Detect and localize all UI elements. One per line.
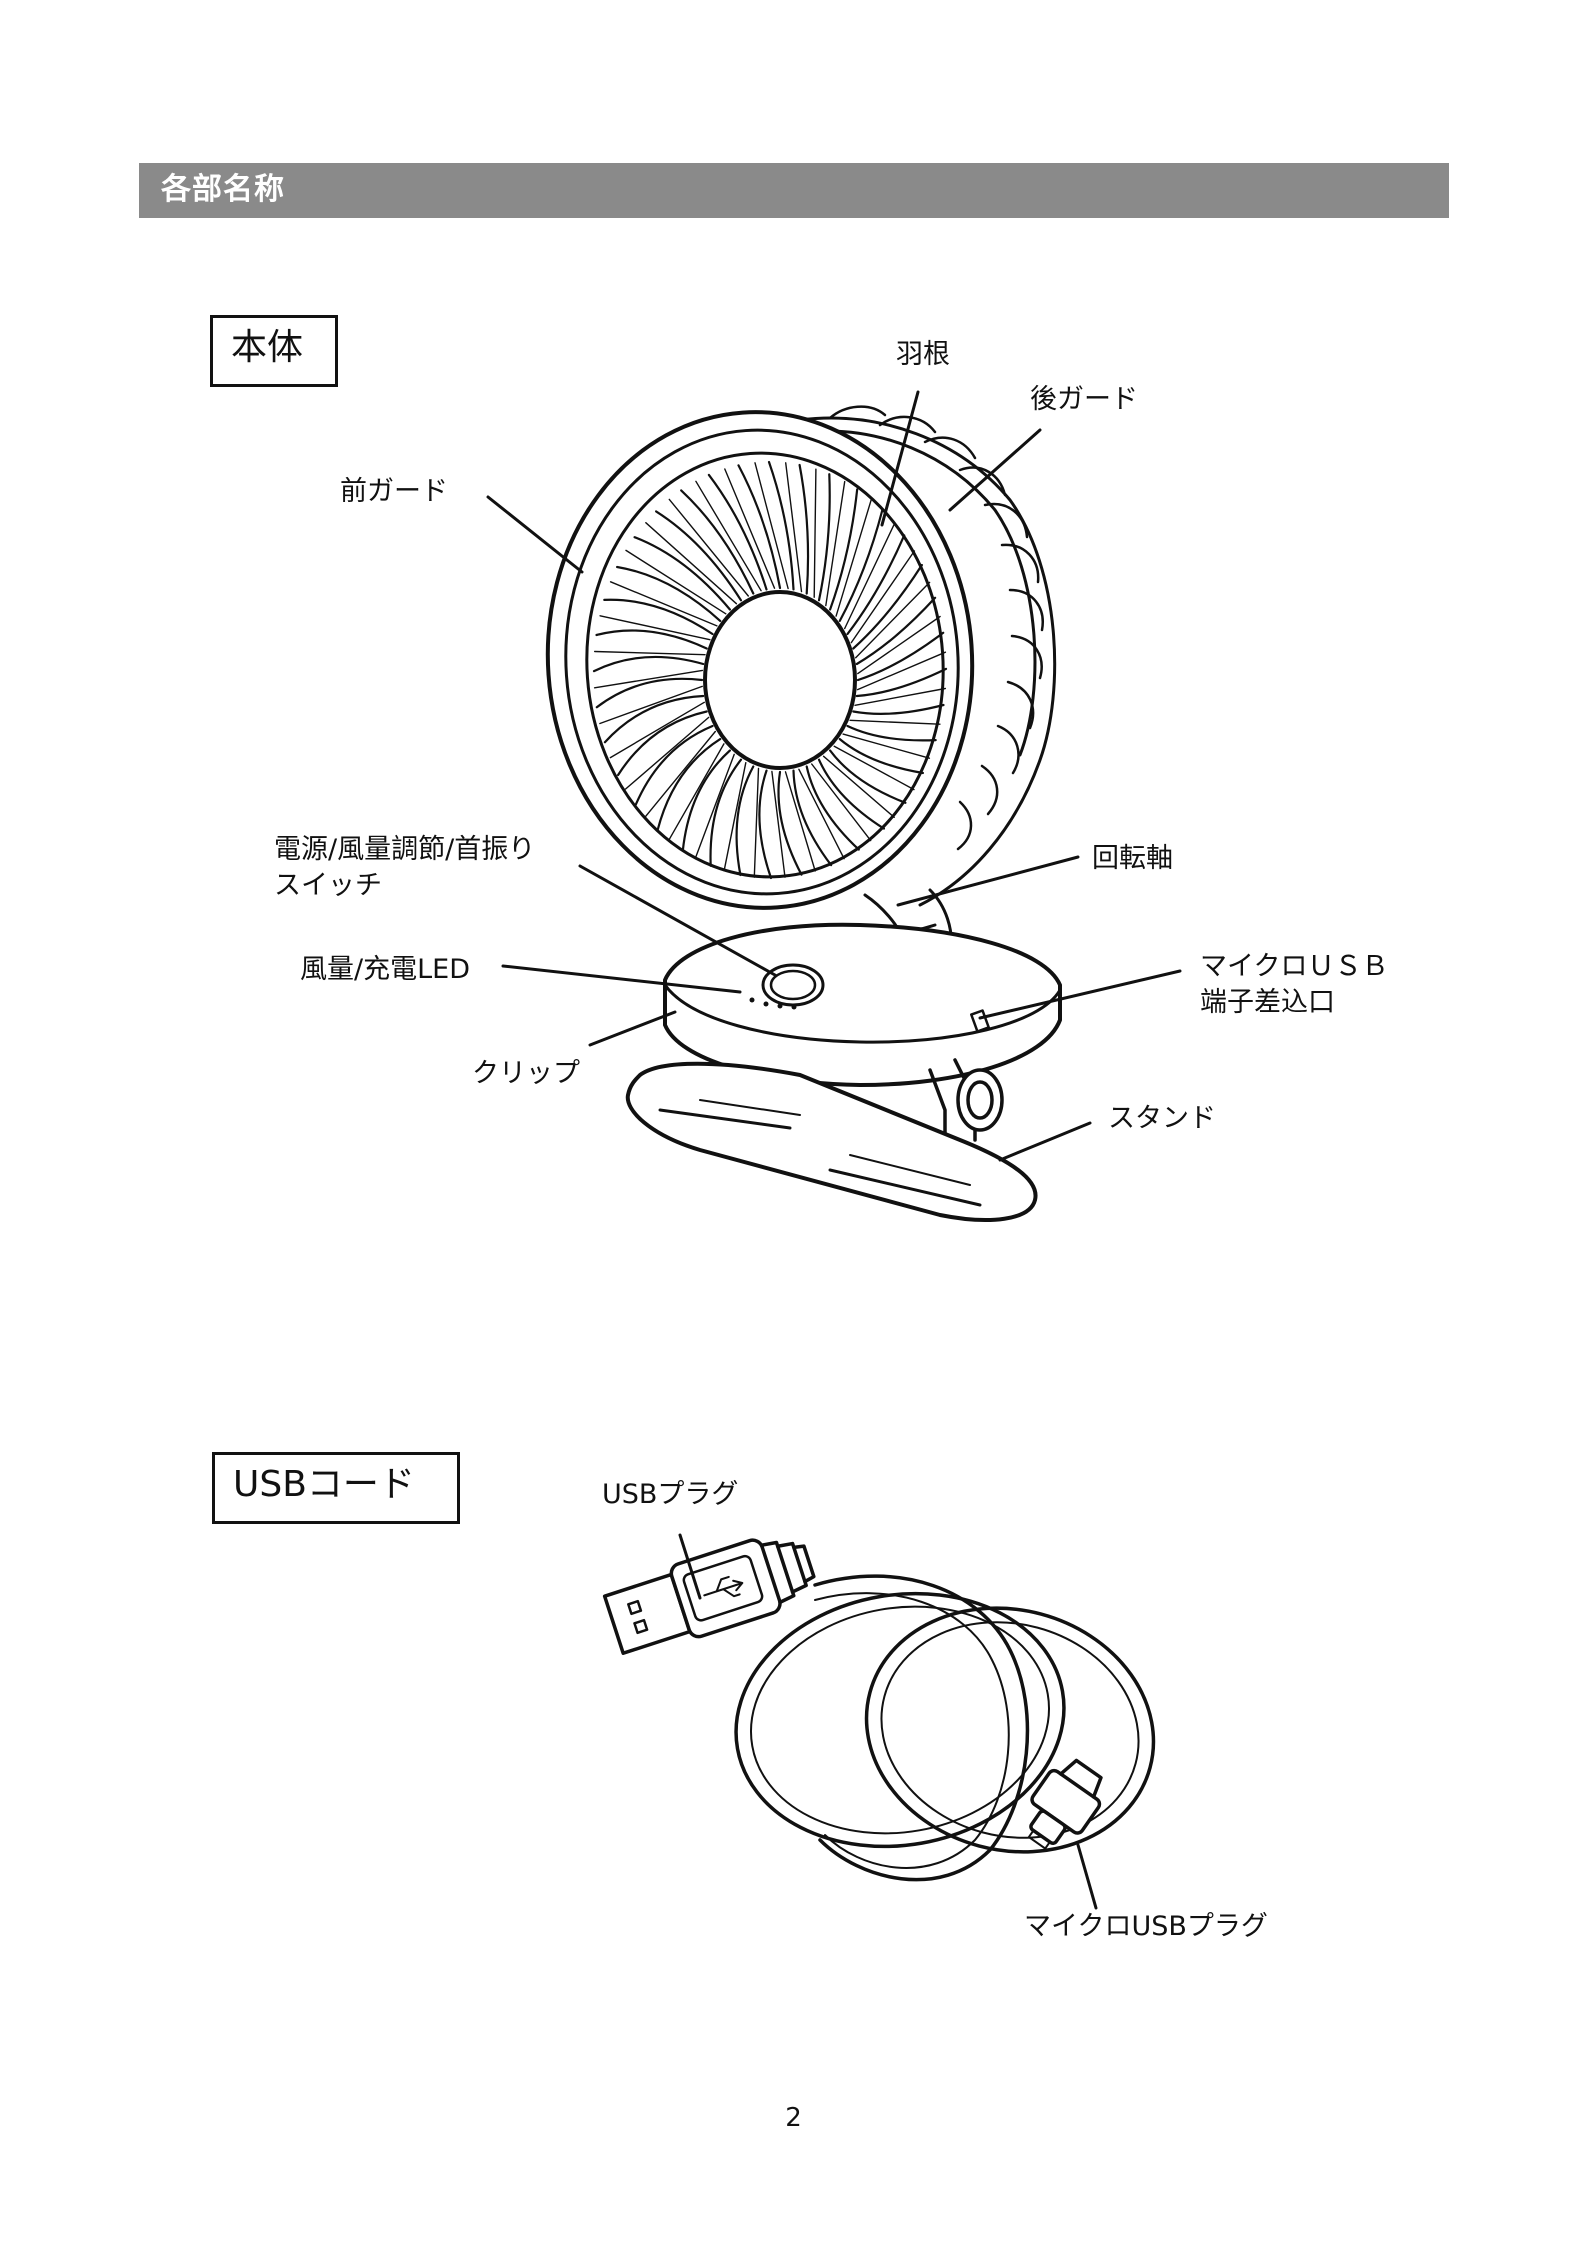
label-rear-guard: 後ガード (1030, 383, 1138, 417)
label-led: 風量/充電LED (300, 953, 470, 987)
label-micro-usb-port-line1: マイクロＵＳＢ (1200, 950, 1388, 984)
switch-button-shape (763, 965, 823, 1005)
label-micro-usb-plug: マイクロUSBプラグ (1024, 1910, 1268, 1944)
fan-illustration (531, 398, 1060, 1220)
label-rotation-axis: 回転軸 (1092, 842, 1173, 876)
label-clip: クリップ (472, 1057, 580, 1091)
center-hub (705, 592, 855, 768)
usb-cord-illustration (602, 1525, 1181, 1883)
label-usb-plug: USBプラグ (602, 1478, 738, 1512)
label-front-guard: 前ガード (340, 475, 448, 509)
label-switch-line2: スイッチ (274, 869, 382, 903)
label-switch-line1: 電源/風量調節/首振り (274, 833, 535, 867)
label-stand: スタンド (1108, 1102, 1216, 1136)
base-body (665, 925, 1060, 1085)
usb-a-plug-shape (602, 1525, 820, 1661)
page-number: 2 (0, 2103, 1587, 2133)
label-micro-usb-port-line2: 端子差込口 (1200, 986, 1335, 1020)
label-blade: 羽根 (896, 338, 950, 372)
